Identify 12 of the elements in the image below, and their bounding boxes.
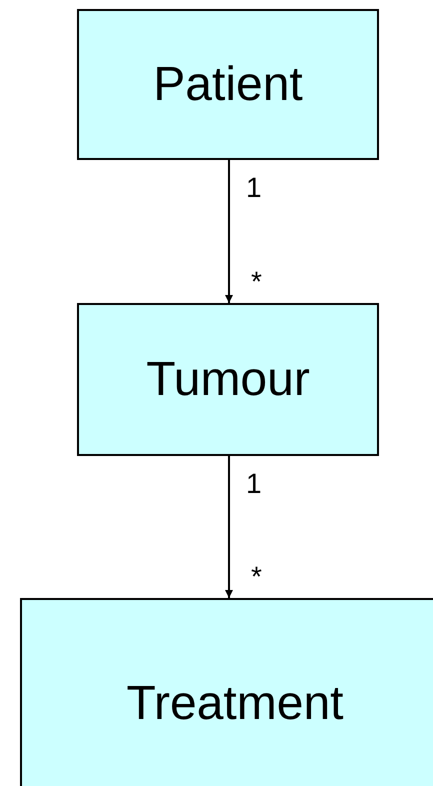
multiplicity-label: 1	[246, 174, 262, 202]
class-box	[77, 303, 379, 456]
arrow	[225, 456, 233, 598]
class-name: Tumour	[146, 352, 310, 407]
multiplicity-label: *	[251, 563, 262, 591]
class-name: Patient	[153, 57, 303, 112]
arrow	[225, 160, 233, 303]
class-box	[77, 9, 379, 160]
class-box	[20, 598, 433, 786]
multiplicity-label: 1	[246, 470, 262, 498]
class-name: Treatment	[126, 676, 344, 730]
multiplicity-label: *	[251, 268, 262, 296]
